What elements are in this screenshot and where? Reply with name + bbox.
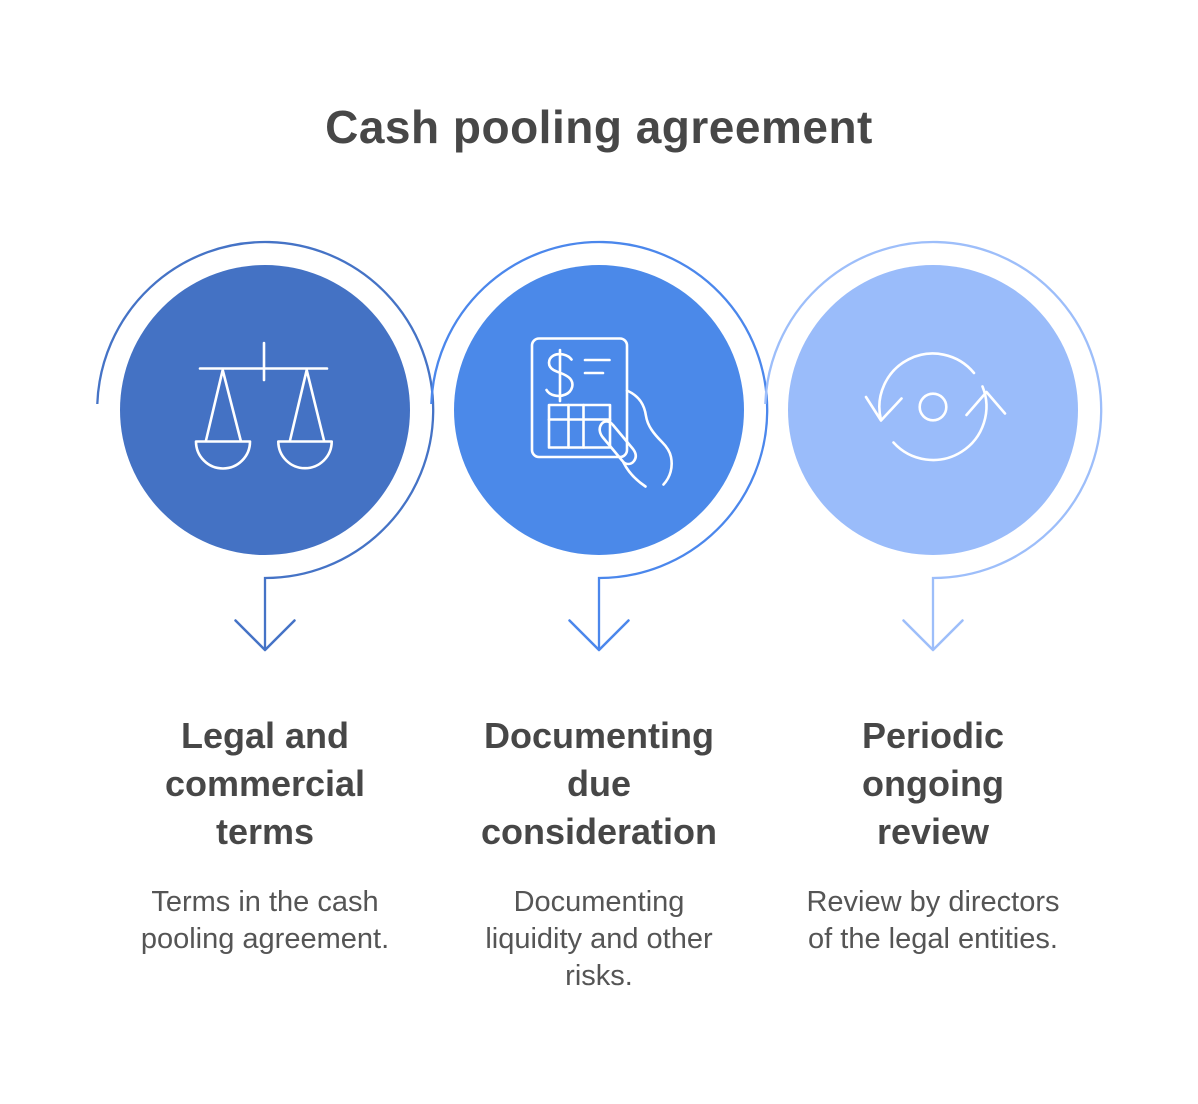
step-1-description: Terms in the cash pooling agreement. <box>140 886 390 955</box>
step-3: Periodic ongoing review Review by direct… <box>743 235 1123 958</box>
step-3-heading: Periodic ongoing review <box>861 715 1005 852</box>
step-2: Documenting due consideration Documentin… <box>409 235 789 995</box>
down-arrow-icon <box>568 619 630 652</box>
step-2-graphic <box>430 240 769 652</box>
step-2-heading: Documenting due consideration <box>480 715 718 852</box>
scales-of-justice-icon <box>194 341 333 470</box>
step-3-graphic <box>764 240 1103 652</box>
spiral-ring-arc <box>764 240 1103 649</box>
spiral-ring-arc <box>430 240 769 649</box>
step-1-graphic <box>96 240 435 652</box>
step-circle <box>788 265 1078 555</box>
step-2-description: Documenting liquidity and other risks. <box>485 886 713 992</box>
step-circle <box>454 265 744 555</box>
down-arrow-icon <box>902 619 964 652</box>
step-3-description: Review by directors of the legal entitie… <box>806 886 1060 955</box>
step-circle <box>120 265 410 555</box>
spiral-ring-arc <box>96 240 435 649</box>
down-arrow-icon <box>234 619 296 652</box>
invoice-in-hand-icon <box>530 337 673 488</box>
page-title: Cash pooling agreement <box>325 101 873 153</box>
step-1: Legal and commercial terms Terms in the … <box>75 235 455 958</box>
refresh-cycle-icon <box>864 352 1007 462</box>
step-1-heading: Legal and commercial terms <box>164 715 366 852</box>
